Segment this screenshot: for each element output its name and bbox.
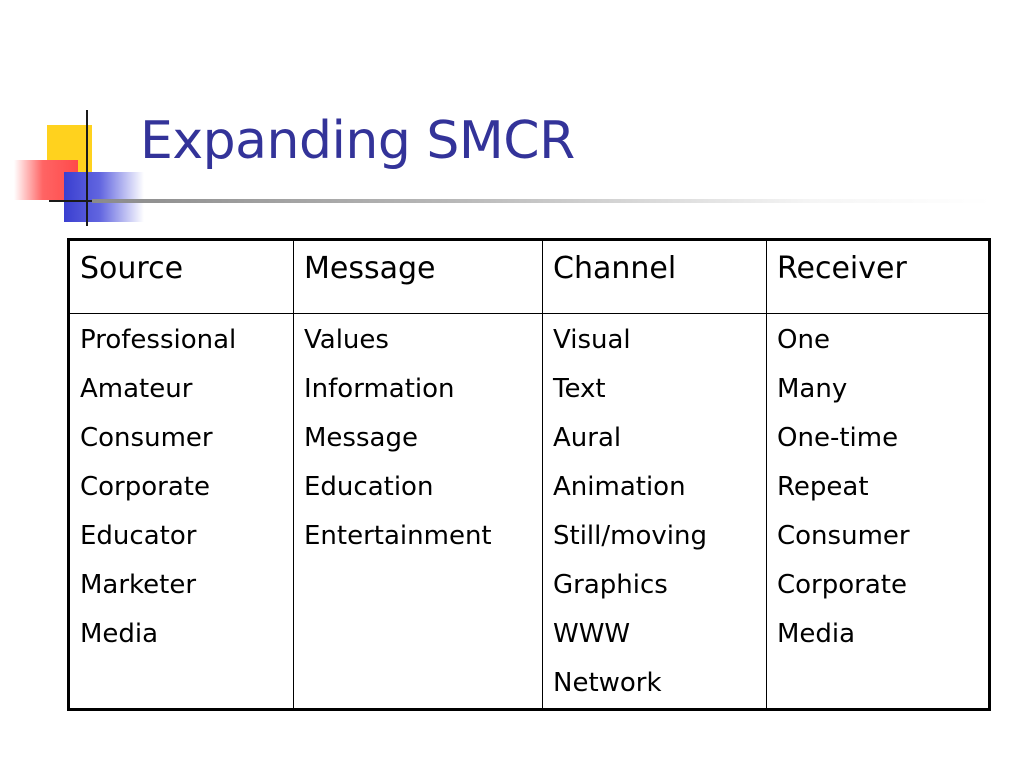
list-item: Still/moving — [553, 521, 707, 551]
list-item: Entertainment — [304, 521, 492, 551]
list-item: Media — [777, 619, 856, 649]
list-item: Corporate — [80, 472, 210, 502]
list-item: Values — [304, 325, 389, 355]
list-item: Professional — [80, 325, 237, 355]
list-item: Message — [304, 423, 418, 453]
list-item: Graphics — [553, 570, 668, 600]
list-item: One — [777, 325, 830, 355]
list-item: Media — [80, 619, 159, 649]
list-item: Consumer — [777, 521, 910, 551]
list-item: Text — [553, 374, 606, 404]
list-item: Marketer — [80, 570, 197, 600]
list-item: Information — [304, 374, 455, 404]
list-item: Repeat — [777, 472, 869, 502]
list-item: Animation — [553, 472, 686, 502]
logo-blue-square — [64, 172, 144, 222]
header-channel: Channel — [542, 239, 767, 314]
list-item: Educator — [80, 521, 197, 551]
header-receiver: Receiver — [766, 239, 990, 314]
smcr-table: Source Message Channel Receiver Professi… — [67, 238, 991, 711]
list-item: Aural — [553, 423, 622, 453]
list-item: Network — [553, 668, 662, 698]
table-header-row: Source Message Channel Receiver — [68, 239, 990, 314]
logo-vertical-line — [86, 110, 88, 226]
list-item: Amateur — [80, 374, 193, 404]
list-item: Many — [777, 374, 848, 404]
header-source: Source — [68, 239, 294, 314]
list-item: WWW — [553, 619, 631, 649]
slide-title: Expanding SMCR — [140, 111, 575, 171]
list-item: Education — [304, 472, 434, 502]
title-underline — [92, 199, 992, 203]
list-item: One-time — [777, 423, 899, 453]
list-item: Visual — [553, 325, 631, 355]
header-message: Message — [293, 239, 543, 314]
list-item: Corporate — [777, 570, 907, 600]
list-item: Consumer — [80, 423, 213, 453]
